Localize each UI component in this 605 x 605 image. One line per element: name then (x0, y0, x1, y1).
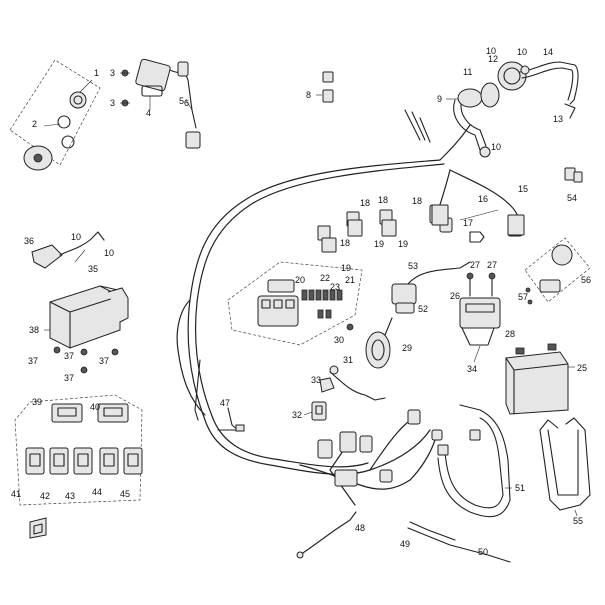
fuse-box-group (227, 261, 363, 346)
callout-47: 47 (220, 398, 230, 408)
callout-45: 45 (120, 489, 130, 499)
callout-8: 8 (306, 90, 311, 100)
callout-53: 53 (408, 261, 418, 271)
harness-connector (339, 431, 357, 453)
callout-1: 1 (94, 68, 99, 78)
harness-connector (334, 469, 358, 487)
callout-37c: 37 (64, 373, 74, 383)
horn-group (346, 261, 471, 369)
callout-10d: 10 (104, 248, 114, 258)
callout-18a: 18 (340, 238, 350, 248)
battery-strap (539, 417, 591, 517)
callout-18c: 18 (412, 196, 422, 206)
callout-10e: 10 (486, 46, 496, 56)
harness-connector (359, 435, 373, 453)
fuel-sensor-group (446, 61, 579, 158)
harness-connector (431, 429, 443, 441)
callout-32: 32 (292, 410, 302, 420)
callout-4: 4 (146, 108, 151, 118)
cables-group (296, 404, 512, 563)
callout-41: 41 (11, 489, 21, 499)
callout-39: 39 (32, 397, 42, 407)
callout-37a: 37 (28, 356, 38, 366)
battery (505, 343, 575, 415)
callout-38: 38 (29, 325, 39, 335)
callout-10b: 10 (491, 142, 501, 152)
callout-20: 20 (295, 275, 305, 285)
harness-connector (407, 409, 421, 425)
callout-23: 23 (330, 282, 340, 292)
callout-18d: 18 (360, 198, 370, 208)
callout-29: 29 (402, 343, 412, 353)
switch-caps-group (14, 394, 143, 506)
callout-17: 17 (463, 218, 473, 228)
small-connector-8 (316, 71, 334, 103)
ignition-switch-group (9, 59, 101, 171)
callout-56: 56 (581, 275, 591, 285)
callout-11: 11 (463, 67, 472, 77)
callout-2: 2 (32, 119, 37, 129)
rocker-switches (25, 447, 143, 475)
callout-12: 12 (488, 54, 498, 64)
callout-52: 52 (418, 304, 428, 314)
callout-19b: 19 (374, 239, 384, 249)
callout-40: 40 (90, 402, 100, 412)
callout-25: 25 (577, 363, 587, 373)
callout-16: 16 (478, 194, 488, 204)
connector-54 (564, 167, 583, 183)
voltage-regulator-group (459, 272, 501, 363)
clip-47 (227, 407, 245, 432)
callout-54: 54 (567, 193, 577, 203)
brand-logo (29, 517, 47, 539)
callout-28: 28 (505, 329, 515, 339)
callout-6: 6 (184, 98, 189, 108)
callout-27a: 27 (470, 260, 480, 270)
callout-57: 57 (518, 292, 528, 302)
relay-group (317, 204, 525, 253)
harness-connector (317, 439, 333, 459)
callout-42: 42 (40, 491, 50, 501)
callout-26: 26 (450, 291, 460, 301)
callout-10c: 10 (71, 232, 81, 242)
callout-31: 31 (343, 355, 353, 365)
callout-19a: 19 (341, 263, 351, 273)
callout-13: 13 (553, 114, 563, 124)
callout-36: 36 (24, 236, 34, 246)
callout-10a: 10 (517, 47, 527, 57)
ecu-group (44, 285, 129, 374)
callout-43: 43 (65, 491, 75, 501)
callout-50: 50 (478, 547, 488, 557)
callout-44: 44 (92, 487, 102, 497)
callout-18b: 18 (378, 195, 388, 205)
callout-3a: 3 (110, 68, 115, 78)
callout-51: 51 (515, 483, 525, 493)
callout-21: 21 (345, 275, 355, 285)
callout-15: 15 (518, 184, 528, 194)
callout-37d: 37 (99, 356, 109, 366)
callout-3b: 3 (110, 98, 115, 108)
callout-49: 49 (400, 539, 410, 549)
callout-30: 30 (334, 335, 344, 345)
callout-14: 14 (543, 47, 553, 57)
callout-5: 5 (179, 96, 184, 106)
callout-37b: 37 (64, 351, 74, 361)
sensor-31-33-group (303, 365, 386, 421)
sensor-35-group (31, 231, 105, 269)
ignition-coil-group (120, 58, 201, 149)
callout-22: 22 (320, 273, 330, 283)
callout-35: 35 (88, 264, 98, 274)
callout-48: 48 (355, 523, 365, 533)
harness-connector (379, 469, 393, 483)
callout-33: 33 (311, 375, 321, 385)
callout-55: 55 (573, 516, 583, 526)
callout-27b: 27 (487, 260, 497, 270)
callout-9: 9 (437, 94, 442, 104)
callout-34: 34 (467, 364, 477, 374)
sensor-56-group (524, 237, 591, 305)
callout-19c: 19 (398, 239, 408, 249)
